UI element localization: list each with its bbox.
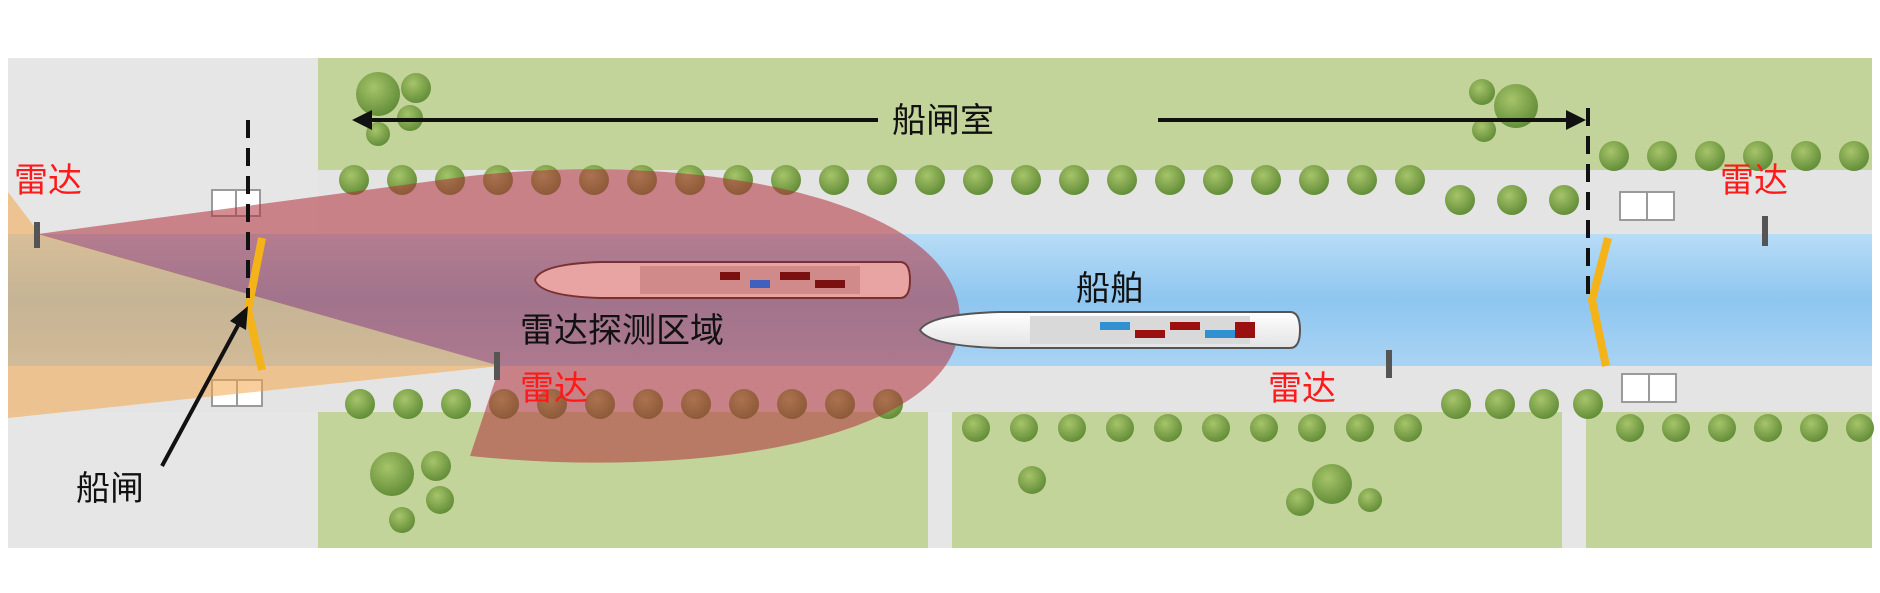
radar-icon xyxy=(1386,350,1392,378)
tree-icon xyxy=(1155,165,1185,195)
tree-icon xyxy=(1299,165,1329,195)
tree-icon xyxy=(1616,414,1644,442)
detection-zone-label: 雷达探测区域 xyxy=(520,311,724,351)
tree-icon xyxy=(1358,488,1382,512)
gate-pointer-arrow xyxy=(160,317,244,467)
radar-beam xyxy=(8,192,500,418)
tree-icon xyxy=(1485,389,1515,419)
tree-icon xyxy=(1286,488,1314,516)
tree-icon xyxy=(1018,466,1046,494)
tree-icon xyxy=(1347,165,1377,195)
building-icon xyxy=(1619,191,1675,221)
tree-icon xyxy=(1202,414,1230,442)
vessel-icon xyxy=(533,261,912,299)
tree-icon xyxy=(1346,414,1374,442)
tree-icon xyxy=(915,165,945,195)
tree-icon xyxy=(1203,165,1233,195)
vessel-icon xyxy=(918,311,1302,349)
vessel-label: 船舶 xyxy=(1076,269,1144,309)
building-icon xyxy=(1621,373,1677,403)
tree-icon xyxy=(345,389,375,419)
tree-icon xyxy=(819,165,849,195)
tree-icon xyxy=(1011,165,1041,195)
tree-icon xyxy=(867,165,897,195)
tree-icon xyxy=(1743,141,1773,171)
tree-icon xyxy=(1662,414,1690,442)
tree-icon xyxy=(1106,414,1134,442)
tree-icon xyxy=(771,165,801,195)
tree-icon xyxy=(1791,141,1821,171)
gate-icon xyxy=(1588,237,1612,367)
tree-icon xyxy=(1472,118,1496,142)
detection-zone-area xyxy=(38,169,960,463)
tree-icon xyxy=(1839,141,1869,171)
tree-icon xyxy=(421,451,451,481)
tree-icon xyxy=(1549,185,1579,215)
tree-icon xyxy=(1497,185,1527,215)
tree-icon xyxy=(1312,464,1352,504)
tree-icon xyxy=(963,165,993,195)
lock-gate-label: 船闸 xyxy=(76,469,144,509)
tree-icon xyxy=(1059,165,1089,195)
tree-icon xyxy=(1251,165,1281,195)
tree-icon xyxy=(401,73,431,103)
tree-icon xyxy=(1529,389,1559,419)
tree-icon xyxy=(1846,414,1874,442)
tree-icon xyxy=(1754,414,1782,442)
tree-icon xyxy=(1445,185,1475,215)
radar-icon xyxy=(1762,216,1768,246)
tree-icon xyxy=(1708,414,1736,442)
tree-icon xyxy=(1441,389,1471,419)
tree-icon xyxy=(1058,414,1086,442)
tree-icon xyxy=(1010,414,1038,442)
tree-icon xyxy=(1695,141,1725,171)
radar-label-mid-right: 雷达 xyxy=(1268,369,1336,409)
tree-icon xyxy=(441,389,471,419)
tree-icon xyxy=(1395,165,1425,195)
upper-right-road xyxy=(1480,170,1872,210)
radar-label-mid-left: 雷达 xyxy=(520,369,588,409)
tree-icon xyxy=(1394,414,1422,442)
tree-icon xyxy=(426,486,454,514)
tree-icon xyxy=(1250,414,1278,442)
tree-icon xyxy=(1107,165,1137,195)
tree-icon xyxy=(356,72,400,116)
gate-icon xyxy=(244,237,266,371)
gate-pointer-arrow-head xyxy=(230,306,248,330)
tree-icon xyxy=(1800,414,1828,442)
tree-icon xyxy=(393,389,423,419)
radar-label-top-left: 雷达 xyxy=(14,161,82,201)
radar-icon xyxy=(494,352,500,380)
tree-icon xyxy=(1573,389,1603,419)
tree-icon xyxy=(1469,79,1495,105)
lock-chamber-label: 船闸室 xyxy=(892,101,994,141)
chamber-arrow-left-head xyxy=(352,110,372,130)
tree-icon xyxy=(370,452,414,496)
radar-label-top-right: 雷达 xyxy=(1720,161,1788,201)
tree-icon xyxy=(339,165,369,195)
tree-icon xyxy=(389,507,415,533)
tree-icon xyxy=(1298,414,1326,442)
tree-icon xyxy=(1647,141,1677,171)
tree-icon xyxy=(1599,141,1629,171)
tree-icon xyxy=(962,414,990,442)
tree-icon xyxy=(1154,414,1182,442)
radar-icon xyxy=(34,222,40,248)
tree-icon xyxy=(1494,84,1538,128)
chamber-arrow-right-head xyxy=(1566,110,1586,130)
